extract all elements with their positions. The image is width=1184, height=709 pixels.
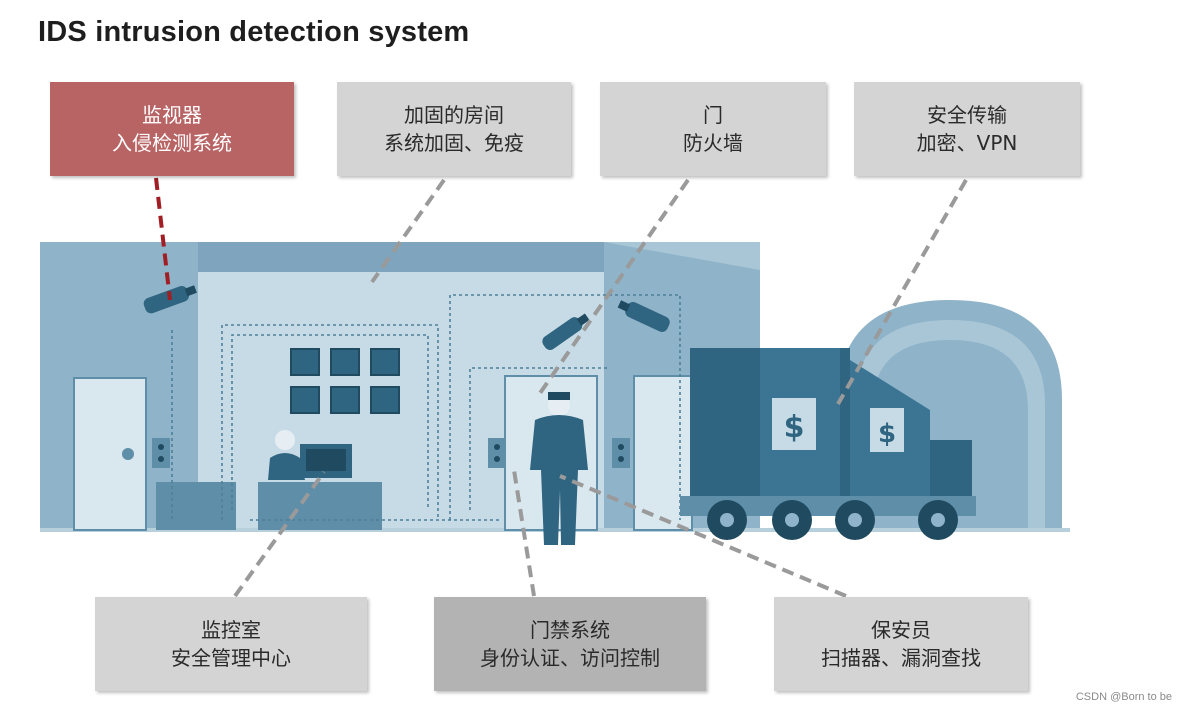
callout-security-guard-line2: 扫描器、漏洞查找 xyxy=(821,646,981,670)
callout-control-room-line1: 监控室 xyxy=(201,618,261,642)
callout-security-guard-line1: 保安员 xyxy=(871,618,931,642)
armored-truck: $ $ xyxy=(680,348,976,540)
keypads xyxy=(152,438,630,468)
security-cameras xyxy=(143,285,670,350)
callout-monitor-ids: 监视器 入侵检测系统 xyxy=(50,82,294,176)
callout-access-control: 门禁系统 身份认证、访问控制 xyxy=(434,597,706,691)
truck-dollar-sign-1: $ xyxy=(784,410,805,445)
callout-hardened-room: 加固的房间 系统加固、免疫 xyxy=(337,82,571,176)
callout-control-room: 监控室 安全管理中心 xyxy=(95,597,367,691)
callout-secure-transport-line1: 安全传输 xyxy=(927,103,1007,127)
operator-desk xyxy=(156,430,382,530)
callout-secure-transport: 安全传输 加密、VPN xyxy=(854,82,1080,176)
callout-access-control-line2: 身份认证、访问控制 xyxy=(480,646,660,670)
truck-dollar-sign-2: $ xyxy=(878,419,896,449)
connector-access-control xyxy=(512,469,536,597)
connector-door xyxy=(536,178,690,398)
connector-security-guard xyxy=(559,474,847,598)
callout-monitor-line2: 入侵检测系统 xyxy=(112,131,232,155)
monitor-wall xyxy=(290,348,400,414)
watermark: CSDN @Born to be xyxy=(1075,691,1172,703)
left-door xyxy=(73,377,147,531)
callout-hardened-room-line1: 加固的房间 xyxy=(404,103,504,127)
callout-door-firewall: 门 防火墙 xyxy=(600,82,826,176)
callout-monitor-line1: 监视器 xyxy=(142,103,202,127)
callout-door-line2: 防火墙 xyxy=(683,131,743,155)
callout-hardened-room-line2: 系统加固、免疫 xyxy=(384,131,524,155)
wiring-paths xyxy=(171,294,681,521)
page-title: IDS intrusion detection system xyxy=(38,16,470,48)
callout-access-control-line1: 门禁系统 xyxy=(530,618,610,642)
callout-control-room-line2: 安全管理中心 xyxy=(171,646,291,670)
connector-control-room xyxy=(233,470,326,598)
callout-connectors xyxy=(154,177,968,598)
security-guard-figure xyxy=(530,392,588,545)
callout-security-guard: 保安员 扫描器、漏洞查找 xyxy=(774,597,1028,691)
connector-hardened-room xyxy=(370,178,446,284)
connector-monitor xyxy=(154,177,172,301)
callout-door-line1: 门 xyxy=(703,103,723,127)
callout-secure-transport-line2: 加密、VPN xyxy=(916,131,1018,155)
connector-secure-transport xyxy=(836,179,968,405)
